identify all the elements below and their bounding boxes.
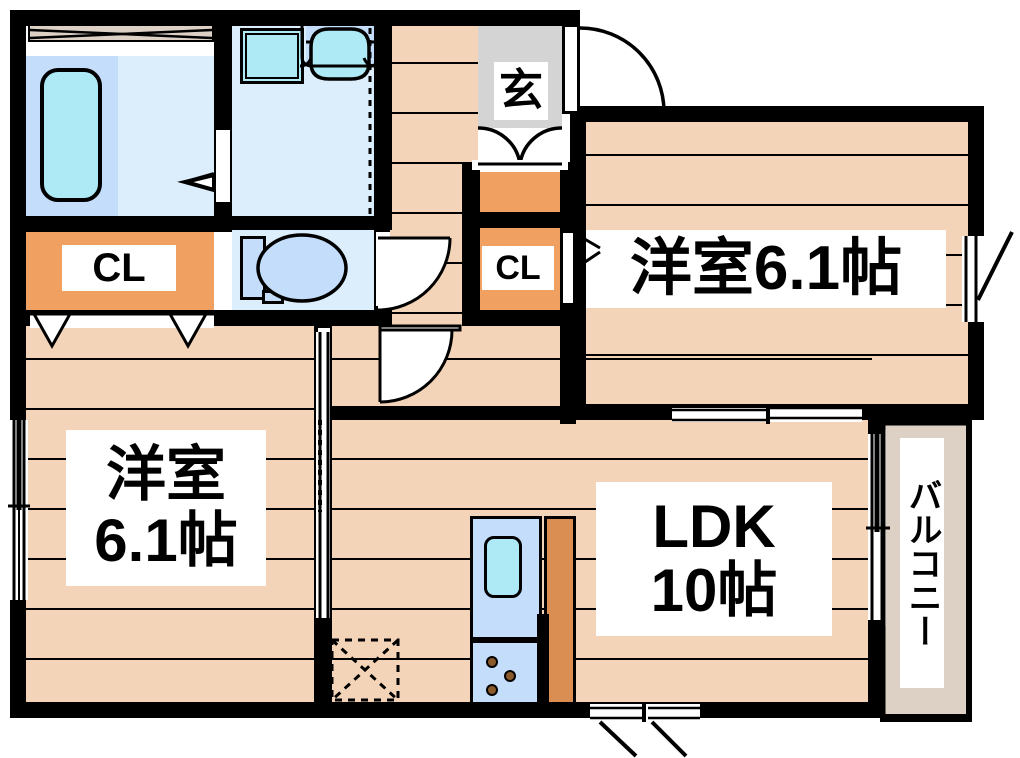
closet-entry-label: CL (482, 246, 554, 290)
ldk-label: LDK 10帖 (596, 482, 832, 636)
ldk-top-wall-left (332, 406, 582, 420)
closet-entry-upper (478, 172, 562, 214)
bedroom-left-label-line1: 洋室 (106, 441, 226, 508)
exterior-wall-top-left (10, 10, 580, 26)
bedroom-left-label-line2: 6.1帖 (94, 507, 238, 574)
toilet-tank-foot (262, 290, 284, 304)
ldk-label-line1: LDK (652, 493, 776, 560)
exterior-wall-bottom (10, 702, 588, 718)
balcony-outer-wall-top (880, 416, 972, 424)
ldk-right-wall (868, 420, 884, 718)
washing-machine-inner (245, 33, 299, 79)
closet-entry-bottom-wall (462, 310, 578, 326)
bedroom-left-door-gap (318, 328, 330, 332)
vanity-counter (306, 24, 376, 66)
toilet-door-gap (376, 232, 390, 306)
entrance-label: 玄 (494, 62, 548, 120)
kitchen-sink-basin (484, 536, 522, 598)
ldk-label-line2: 10帖 (650, 557, 778, 624)
closet-entry-mid-wall (462, 212, 578, 228)
bathroom-bottom-wall (10, 216, 232, 232)
stove-burner-1 (486, 656, 498, 668)
closet-entry-door-gap (562, 232, 574, 304)
stove-burner-3 (486, 684, 498, 696)
kitchen-partition-counter (544, 516, 576, 706)
bedroom-right-label: 洋室6.1帖 (586, 230, 946, 308)
entry-left-wall (462, 162, 480, 326)
toilet-top-wall (214, 216, 392, 230)
balcony-label: バルコニー (900, 438, 944, 688)
exterior-wall-top-right (570, 106, 984, 122)
washroom-door-gap (216, 130, 230, 202)
exterior-wall-bottom-right (570, 702, 882, 718)
bedroom-left-label: 洋室 6.1帖 (66, 430, 266, 586)
exterior-wall-right-upper (968, 106, 984, 418)
kitchen-partition-wall (537, 614, 549, 708)
bedroom-left-right-wall (314, 326, 332, 718)
balcony-outer-wall-bottom (880, 714, 972, 722)
washroom-right-wall (374, 10, 392, 224)
bathroom-window (28, 24, 214, 42)
bedroom-left-top-wall (10, 310, 332, 326)
balcony-outer-wall-right (966, 416, 972, 722)
exterior-wall-left (10, 10, 26, 718)
stove-burner-2 (504, 670, 516, 682)
entrance-door-gap (564, 26, 578, 112)
closet-left-label: CL (62, 245, 176, 291)
bathtub-basin (40, 68, 102, 202)
